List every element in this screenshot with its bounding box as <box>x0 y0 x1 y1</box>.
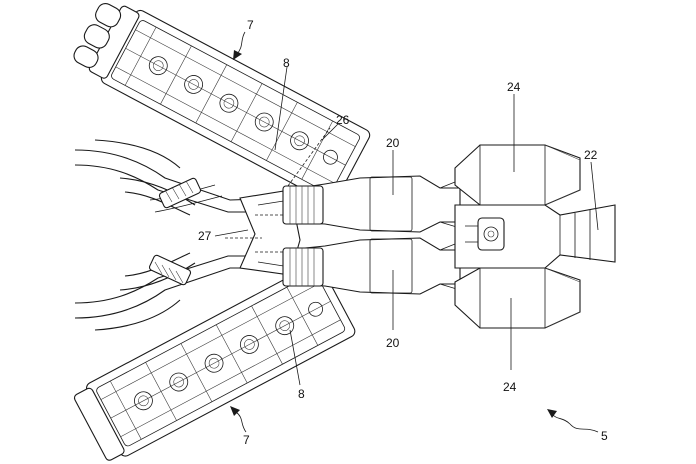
lower-catalytic-converter <box>282 237 481 295</box>
ref-dashed-a: 26 <box>336 113 350 127</box>
upper-cylinder-bank <box>73 3 371 204</box>
upper-catalytic-converter <box>282 175 481 233</box>
ref-assembly: 5 <box>601 429 608 443</box>
upper-exhaust-manifold <box>74 139 291 216</box>
ref-bank-top: 8 <box>283 56 290 70</box>
tailpipe-assembly <box>454 204 616 269</box>
ref-converter-bottom: 20 <box>386 336 400 350</box>
lower-cylinder-bank <box>73 262 356 461</box>
ref-tailpipe: 22 <box>584 148 598 162</box>
lower-exhaust-manifold <box>74 252 290 331</box>
upper-silencer <box>454 144 581 206</box>
leader-lines <box>214 66 599 386</box>
view-arrow-top <box>233 31 246 60</box>
ref-silencer-top: 24 <box>507 80 521 94</box>
ref-engine-top: 7 <box>247 18 254 32</box>
ref-bank-bottom: 8 <box>298 387 305 401</box>
ref-engine-bottom: 7 <box>243 433 250 447</box>
lower-silencer <box>454 267 581 329</box>
ref-converter-top: 20 <box>386 136 400 150</box>
ref-dashed-b: 27 <box>198 229 212 243</box>
ref-silencer-bottom: 24 <box>503 380 517 394</box>
view-arrow-bottom <box>230 406 247 433</box>
assembly-arrow <box>547 409 599 433</box>
